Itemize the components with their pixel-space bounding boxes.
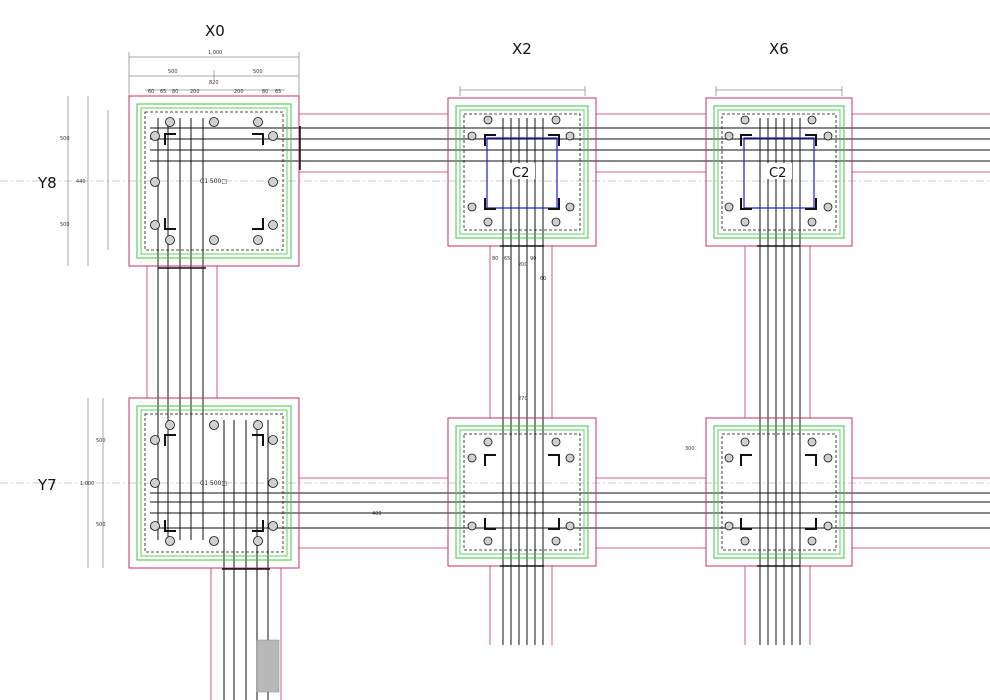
beam-dim-3: 90 [530, 256, 536, 262]
footing-x6-y8 [705, 97, 853, 247]
grid-label-x6: X6 [769, 40, 789, 58]
dim-bar-0: 60 [148, 89, 154, 95]
side-dim-y8-b: 440 [76, 179, 86, 185]
column-label-c1-y8: C1 500□ [200, 178, 227, 185]
beam-dim-6: 300 [685, 446, 695, 452]
column-label-c1-y7: C1 500□ [200, 480, 227, 487]
beam-dim-4: 60 [540, 276, 546, 282]
dim-half-left: 500 [168, 69, 178, 75]
dim-bar-6: 65 [275, 89, 281, 95]
column-c2-outline [486, 137, 558, 209]
side-dim-y7-c: 500 [96, 522, 106, 528]
side-dim-y7-a: 1,000 [80, 481, 94, 487]
section-hatch [256, 639, 280, 693]
corner-brackets [164, 133, 817, 532]
anchor-bolts [150, 115, 833, 546]
dim-total: 1,000 [208, 50, 222, 56]
beam-dim-1: 65 [504, 256, 510, 262]
side-dim-y7-b: 500 [96, 438, 106, 444]
dim-inner: 820 [209, 80, 219, 86]
dim-bar-4: 200 [234, 89, 244, 95]
column-c2-outline [743, 137, 815, 209]
grid-label-y7: Y7 [37, 476, 57, 494]
beam-dim-7: 400 [372, 511, 382, 517]
dim-bar-5: 80 [262, 89, 268, 95]
dim-half-right: 500 [253, 69, 263, 75]
c2-label-bg [764, 163, 792, 179]
top-dimension-x2-x6 [459, 86, 843, 96]
column-label-c2-x6: C2 [769, 166, 786, 181]
side-dim-y8-a: 500 [60, 136, 70, 142]
dim-bar-2: 80 [172, 89, 178, 95]
grid-label-y8: Y8 [37, 174, 57, 192]
footing-x0-y8 [128, 95, 300, 267]
side-dim-y8-c: 500 [60, 222, 70, 228]
grid-lines [0, 180, 990, 484]
grid-label-x0: X0 [205, 22, 225, 40]
beam-rebars [150, 118, 990, 700]
beam-dim-0: 80 [492, 256, 498, 262]
footing-beams [146, 113, 990, 700]
beam-dim-5: 270 [518, 396, 528, 402]
c2-label-bg [507, 163, 535, 179]
footing-x0-y7 [128, 397, 300, 569]
column-label-c2-x2: C2 [512, 166, 529, 181]
footing-x2-y7 [447, 417, 597, 567]
dim-bar-1: 65 [160, 89, 166, 95]
beam-section-marks [158, 126, 800, 570]
top-dimension-x0: 1,000 500 500 820 60 65 80 200 200 80 65 [128, 50, 300, 96]
dim-bar-3: 200 [190, 89, 200, 95]
beam-dim-2: 200 [518, 262, 528, 268]
grid-label-x2: X2 [512, 40, 532, 58]
footing-x6-y7 [705, 417, 853, 567]
side-dimension-lines [67, 96, 109, 568]
